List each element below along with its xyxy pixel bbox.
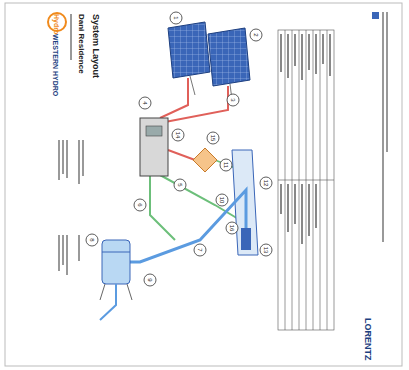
callout-number: 14 <box>175 132 181 139</box>
page-title: System Layout <box>90 14 100 78</box>
callout-number: 7 <box>197 248 203 251</box>
callout-number: 9 <box>147 278 153 281</box>
callout-number: 13 <box>263 247 269 254</box>
project-name: Dani Residence <box>76 14 85 74</box>
callout-number: 5 <box>177 183 183 186</box>
callout-number: 8 <box>89 238 95 241</box>
logo-text: Hydro <box>52 14 60 34</box>
callout-number: 16 <box>229 225 235 232</box>
callout-number: 12 <box>263 180 269 187</box>
callout-number: 3 <box>230 98 236 101</box>
brand-logo: LORENTZ <box>362 318 372 361</box>
callout-number: 15 <box>210 135 216 142</box>
callout-number: 10 <box>219 197 225 204</box>
callout-number: 2 <box>253 33 259 36</box>
callout-number: 4 <box>142 101 148 104</box>
logo-name: WESTERN HYDRO <box>51 34 59 96</box>
callout-number: 1 <box>173 16 179 19</box>
callout-number: 11 <box>223 162 229 168</box>
callout-number: 6 <box>137 203 143 206</box>
